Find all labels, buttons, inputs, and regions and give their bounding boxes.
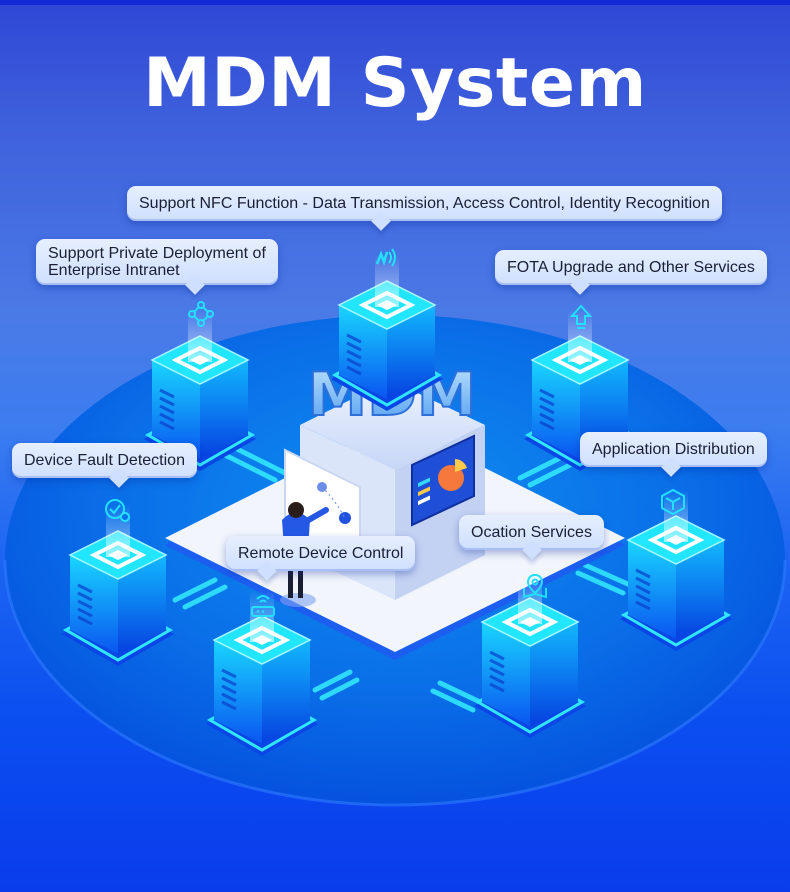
light-beam <box>188 310 212 362</box>
callout-fota: FOTA Upgrade and Other Services <box>495 250 767 295</box>
server-location <box>474 572 586 738</box>
disc-rim <box>3 559 787 807</box>
legend-bar-cyan <box>418 477 430 488</box>
board-check <box>339 512 351 524</box>
callout-app-distribution: Application Distribution <box>580 432 767 477</box>
server-nfc <box>331 255 443 411</box>
mdm-box-top <box>300 380 485 470</box>
connector-lines <box>172 445 633 713</box>
upload-arrow-icon <box>570 304 592 329</box>
light-beam <box>375 255 399 307</box>
package-cube-icon <box>661 488 685 516</box>
nfc-icon <box>375 248 396 267</box>
check-gear-icon <box>105 499 130 522</box>
top-bar <box>0 0 790 5</box>
pie-chart-yellow <box>455 459 467 472</box>
server-fault <box>62 505 174 666</box>
legend-bar-yellow <box>418 486 430 497</box>
callout-private-deployment: Support Private Deployment of Enterprise… <box>36 239 278 295</box>
server-remote <box>206 590 318 756</box>
callout-location: Ocation Services <box>459 515 604 560</box>
light-beam <box>568 310 592 362</box>
wifi-router-icon <box>251 595 275 617</box>
callout-nfc: Support NFC Function - Data Transmission… <box>127 186 722 231</box>
page-title: MDM System <box>143 44 647 123</box>
callout-fault-detection: Device Fault Detection <box>12 443 197 488</box>
network-nodes-icon <box>188 301 214 327</box>
map-pin-icon <box>523 573 547 599</box>
pie-chart-orange <box>438 465 464 491</box>
callout-remote-control: Remote Device Control <box>226 536 416 581</box>
legend-bar-white <box>418 495 430 506</box>
